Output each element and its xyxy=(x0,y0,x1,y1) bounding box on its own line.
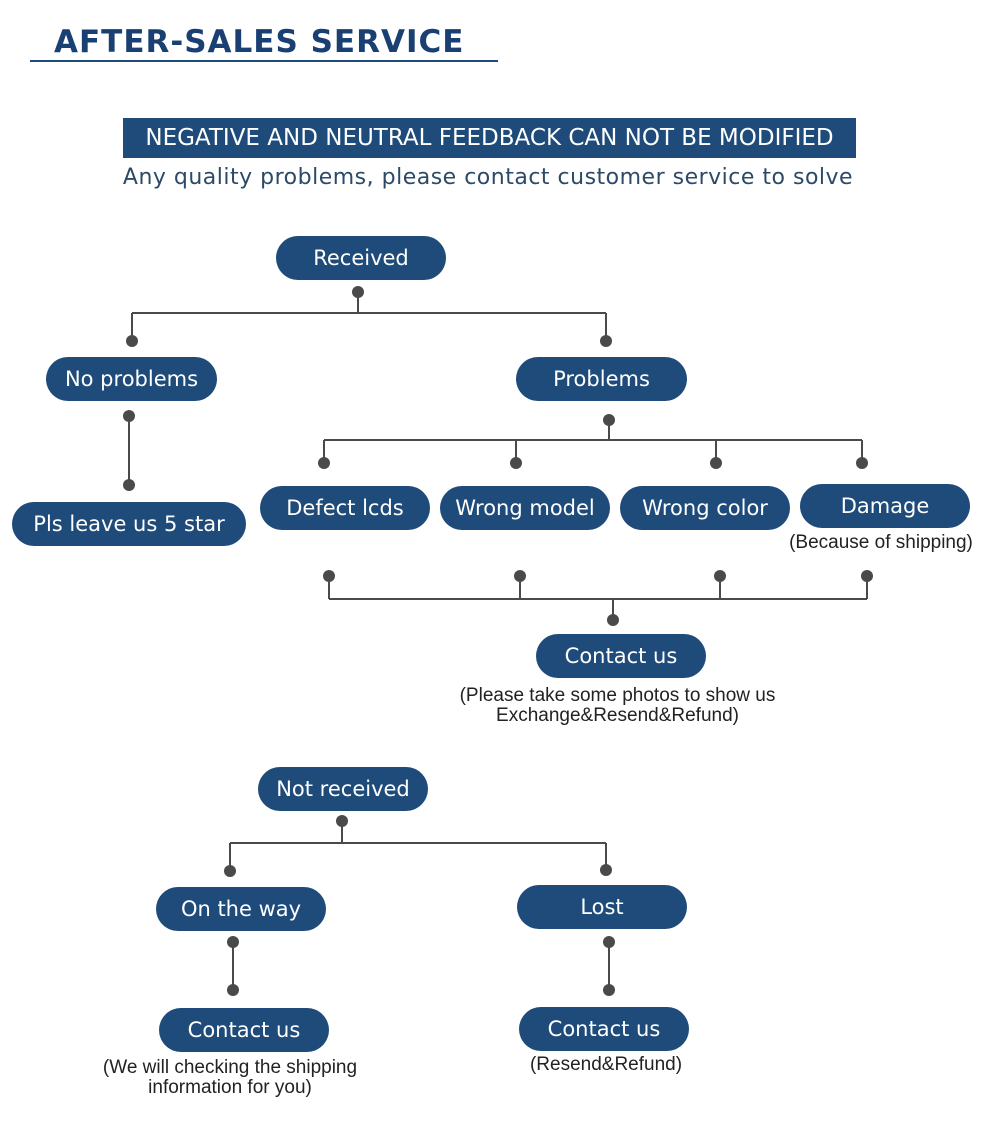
node-lost: Lost xyxy=(517,885,687,929)
damage-note: (Because of shipping) xyxy=(789,532,973,553)
connector-dot xyxy=(856,457,868,469)
node-wrong-model: Wrong model xyxy=(440,486,610,530)
on-the-way-note-line: information for you) xyxy=(148,1077,312,1098)
connector-dot xyxy=(607,614,619,626)
subtitle: Any quality problems, please contact cus… xyxy=(122,165,854,190)
connector-dot xyxy=(600,864,612,876)
node-contact-us-received: Contact us xyxy=(536,634,706,678)
page-title: AFTER-SALES SERVICE xyxy=(30,22,498,62)
connector-dot xyxy=(323,570,335,582)
connector-dot xyxy=(123,410,135,422)
connector-dot xyxy=(603,414,615,426)
node-contact-us-lost: Contact us xyxy=(519,1007,689,1051)
connector-dot xyxy=(224,865,236,877)
connector-received xyxy=(131,292,607,341)
on-the-way-note-line: (We will checking the shipping xyxy=(102,1057,358,1078)
connector-dot xyxy=(336,815,348,827)
lost-note: (Resend&Refund) xyxy=(529,1054,683,1075)
feedback-banner: NEGATIVE AND NEUTRAL FEEDBACK CAN NOT BE… xyxy=(123,118,856,158)
node-problems: Problems xyxy=(516,357,687,401)
node-damage: Damage xyxy=(800,484,970,528)
node-wrong-color: Wrong color xyxy=(620,486,790,530)
node-leave-5-star: Pls leave us 5 star xyxy=(12,502,246,546)
connector-dot xyxy=(227,936,239,948)
contact-note-line: Exchange&Resend&Refund) xyxy=(496,705,739,726)
node-not-received: Not received xyxy=(258,767,428,811)
connector-dot xyxy=(861,570,873,582)
connector-dot xyxy=(600,335,612,347)
node-received: Received xyxy=(276,236,446,280)
connector-dot xyxy=(603,936,615,948)
connector-dot xyxy=(603,984,615,996)
node-on-the-way: On the way xyxy=(156,887,326,931)
connector-not-received xyxy=(229,821,607,871)
connector-problem-merge xyxy=(328,576,868,620)
node-contact-us-on-the-way: Contact us xyxy=(159,1008,329,1052)
contact-note-received: (Please take some photos to show us Exch… xyxy=(430,686,805,726)
connector-dot xyxy=(514,570,526,582)
on-the-way-note: (We will checking the shipping informati… xyxy=(80,1058,380,1098)
connector-dot xyxy=(714,570,726,582)
connector-dot xyxy=(126,335,138,347)
connector-dot xyxy=(510,457,522,469)
connector-dot xyxy=(123,479,135,491)
connector-dot xyxy=(352,286,364,298)
node-defect-lcds: Defect lcds xyxy=(260,486,430,530)
node-no-problems: No problems xyxy=(46,357,217,401)
connector-problems xyxy=(323,420,863,463)
page-title-text: AFTER-SALES SERVICE xyxy=(54,24,465,60)
connector-dot xyxy=(227,984,239,996)
connector-dot xyxy=(710,457,722,469)
contact-note-line: (Please take some photos to show us xyxy=(459,685,776,706)
connector-dot xyxy=(318,457,330,469)
